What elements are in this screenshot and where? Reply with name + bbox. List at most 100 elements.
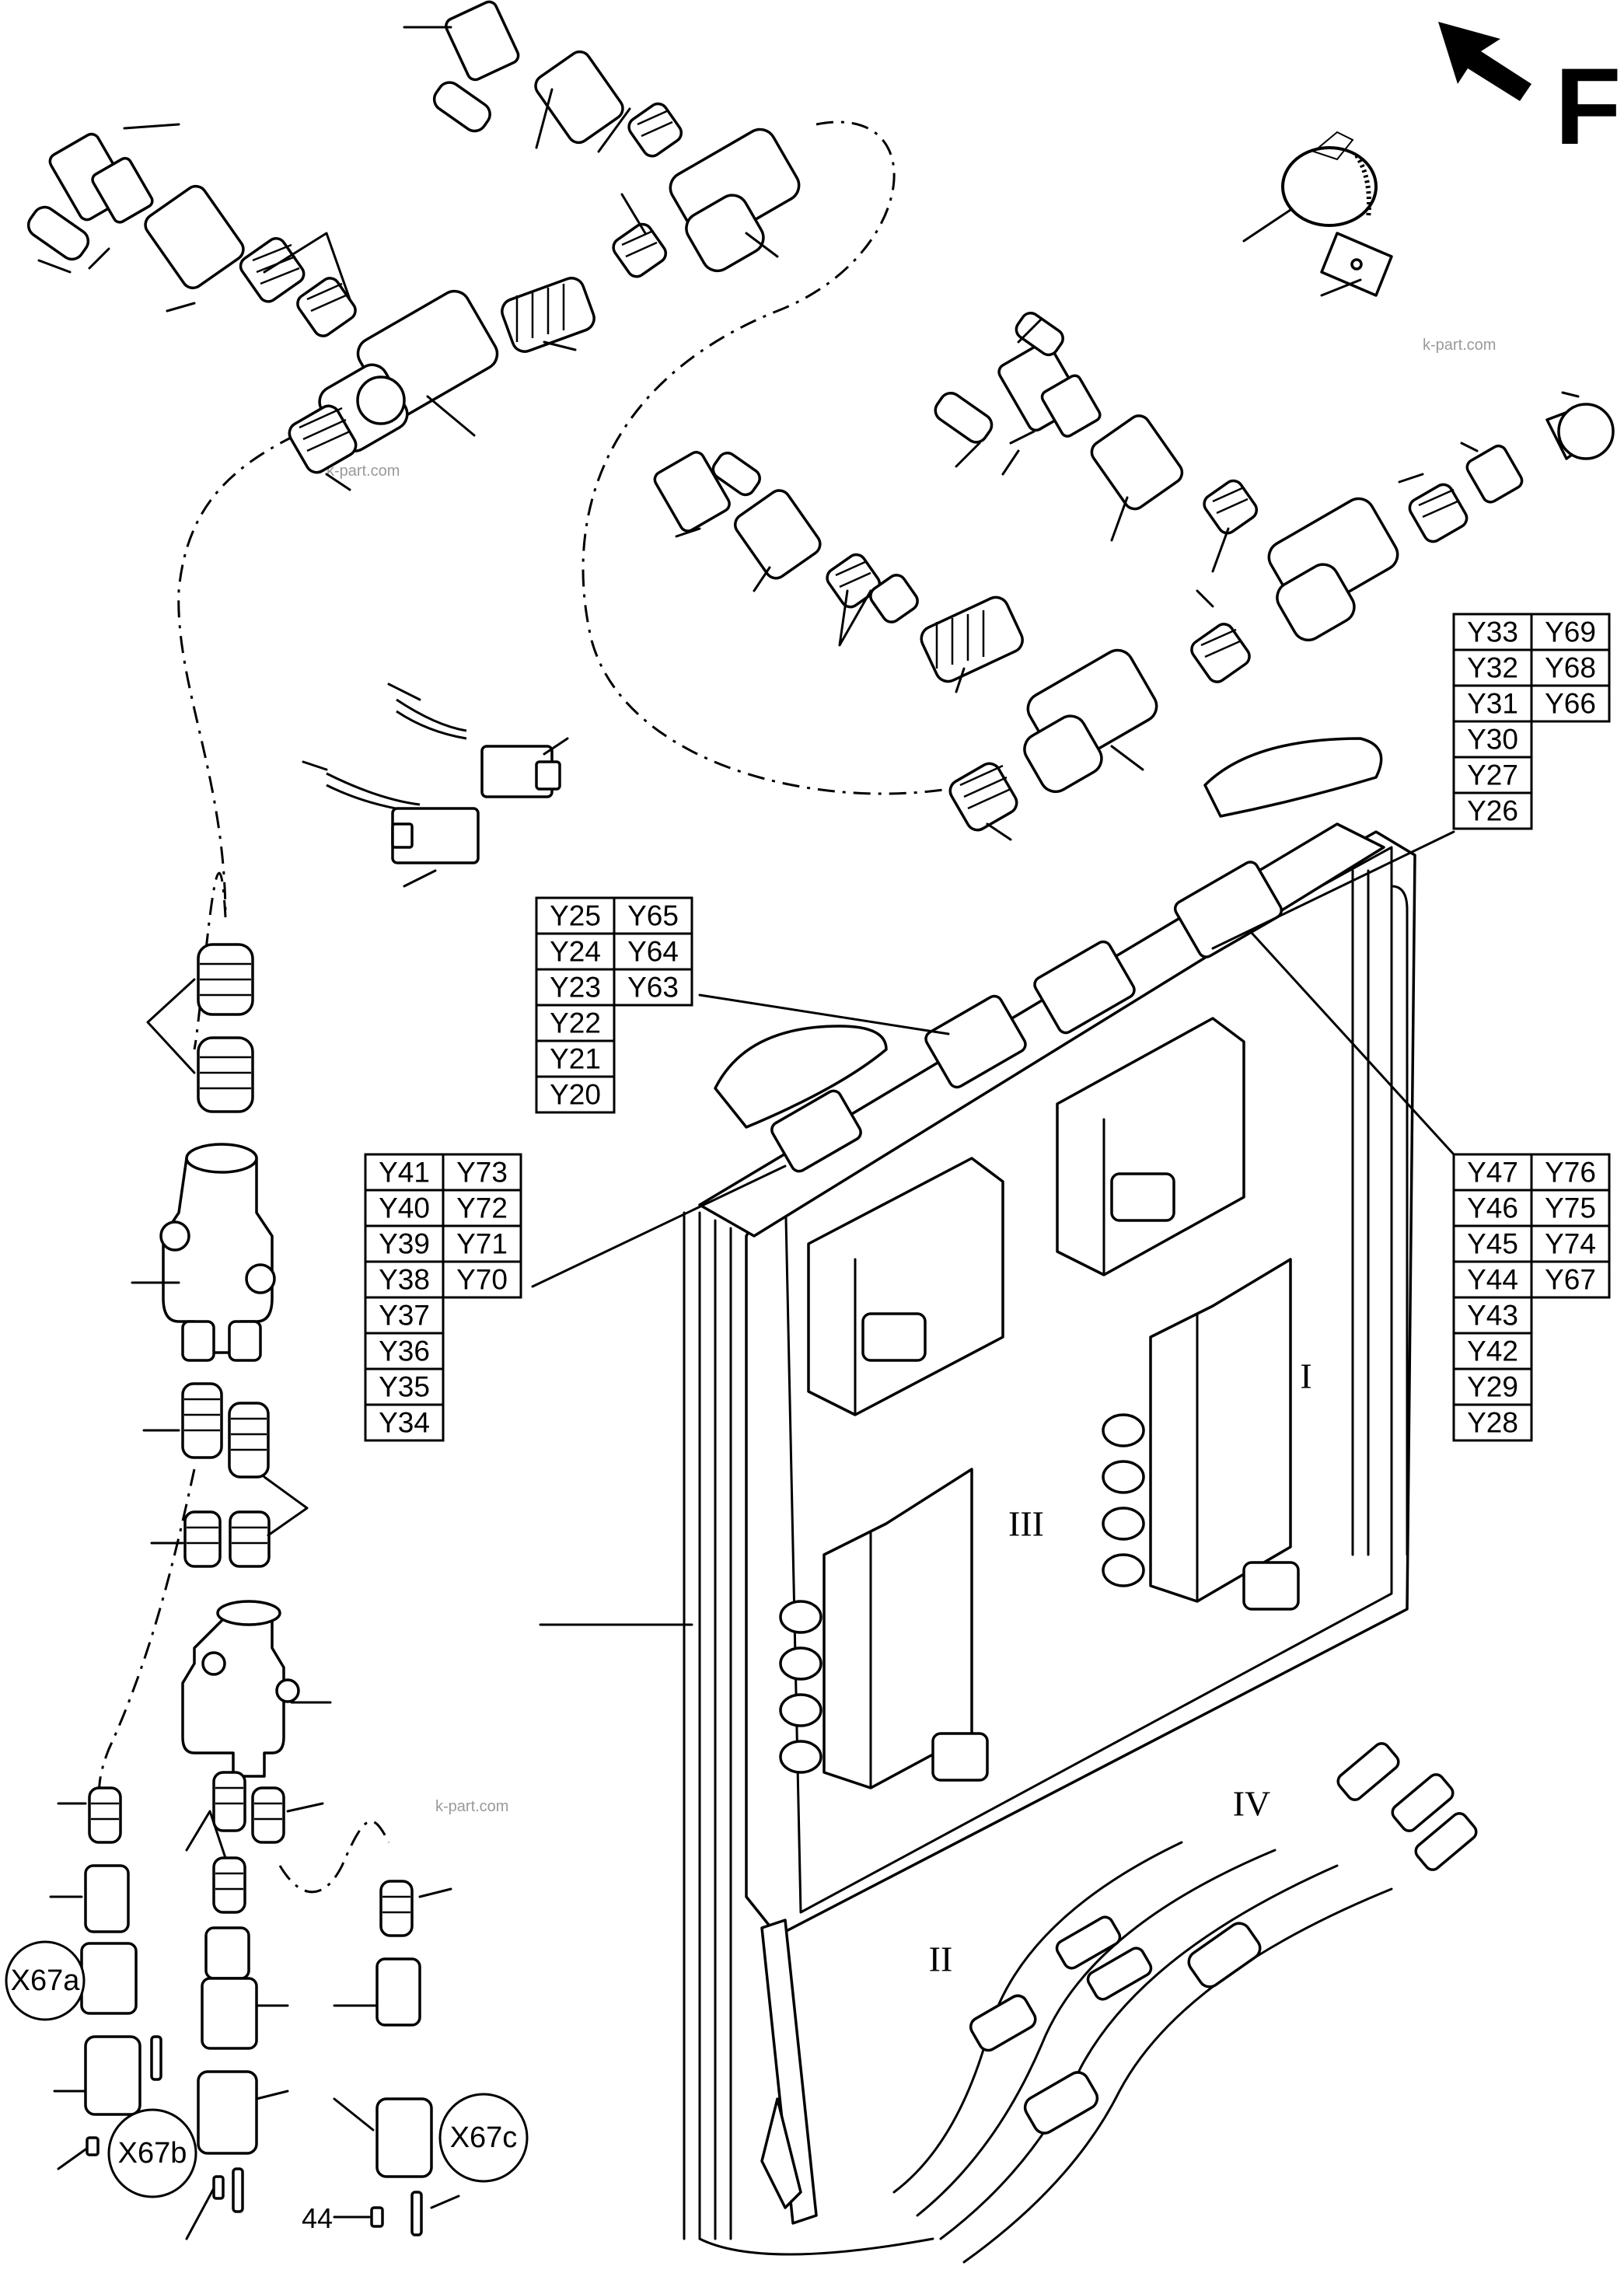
table-cell-label: Y25 [550, 900, 601, 932]
table-cell: Y21 [535, 1039, 616, 1078]
table-cell-label: Y72 [456, 1192, 508, 1224]
table-cell: Y23 [535, 968, 616, 1007]
watermark: k-part.com [1423, 337, 1496, 354]
table-cell: Y47 [1452, 1153, 1533, 1192]
table-cell: Y24 [535, 932, 616, 971]
svg-text:X67c: X67c [450, 2121, 518, 2154]
routing-dash-lines [98, 120, 973, 1894]
upper-right-hose-fitting-assembly [653, 312, 1615, 841]
table-cell: Y38 [364, 1260, 445, 1299]
table-cell-label: Y39 [379, 1228, 430, 1260]
valve-label-iii: III [1008, 1504, 1044, 1544]
table-cell: Y27 [1452, 756, 1533, 794]
table-cell-label: Y27 [1467, 759, 1518, 791]
table-cell: Y43 [1452, 1296, 1533, 1335]
table-cell: Y64 [613, 932, 693, 971]
table-cell: Y66 [1530, 684, 1611, 723]
table-cell-label: Y63 [627, 972, 679, 1004]
table-cell-label: Y24 [550, 936, 601, 968]
callout-x67a: X67a [5, 1940, 86, 2021]
table-cell: Y70 [442, 1260, 522, 1299]
table-cell-label: Y45 [1467, 1228, 1518, 1260]
table-cell: Y73 [442, 1153, 522, 1192]
table-cell: Y31 [1452, 684, 1533, 723]
table-cell-label: Y69 [1545, 616, 1596, 648]
cable-tie-and-tag [1242, 131, 1393, 297]
table-cell-label: Y31 [1467, 688, 1518, 720]
table-cell-label: Y43 [1467, 1300, 1518, 1332]
table-cell-label: Y67 [1545, 1264, 1596, 1296]
table-cell: Y29 [1452, 1367, 1533, 1406]
valve-block-upper-right [1056, 1017, 1245, 1276]
table-cell: Y35 [364, 1367, 445, 1406]
direction-arrow-icon [1438, 22, 1531, 101]
table-cell: Y76 [1530, 1153, 1611, 1192]
table-cell: Y68 [1530, 648, 1611, 687]
table-cell-label: Y20 [550, 1079, 601, 1111]
table-cell: Y45 [1452, 1224, 1533, 1263]
watermark: k-part.com [327, 463, 400, 480]
table-cell: Y46 [1452, 1189, 1533, 1227]
valve-block-i [1102, 1258, 1300, 1611]
table-cell: Y44 [1452, 1260, 1533, 1299]
table-cell-label: Y76 [1545, 1157, 1596, 1189]
table-cell: Y25 [535, 896, 616, 935]
table-cell: Y74 [1530, 1224, 1611, 1263]
table-cell: Y75 [1530, 1189, 1611, 1227]
table-cell: Y69 [1530, 613, 1611, 651]
table-cell-label: Y28 [1467, 1407, 1518, 1439]
table-cell-label: Y38 [379, 1264, 430, 1296]
table-cell-label: Y30 [1467, 724, 1518, 756]
callout-x67c: X67c [438, 2093, 529, 2183]
table-cell: Y20 [535, 1075, 616, 1114]
table-cell-label: Y23 [550, 972, 601, 1004]
left-vertical-fitting-stack: 44 [49, 943, 460, 2240]
table-cell-label: Y40 [379, 1192, 430, 1224]
table-cell-label: Y66 [1545, 688, 1596, 720]
table-cell: Y32 [1452, 648, 1533, 687]
table-cell: Y71 [442, 1224, 522, 1263]
table-cell-label: Y46 [1467, 1192, 1518, 1224]
table-cell: Y34 [364, 1403, 445, 1442]
table-cell-label: Y44 [1467, 1264, 1518, 1296]
svg-text:X67b: X67b [118, 2137, 187, 2170]
table-cell-label: Y32 [1467, 652, 1518, 684]
cable-label-iv: IV [1233, 1784, 1271, 1824]
table-cell-label: Y29 [1467, 1371, 1518, 1403]
table-cell: Y22 [535, 1004, 616, 1042]
valve-block-upper-left [807, 1157, 1004, 1416]
table-cell-label: Y64 [627, 936, 679, 968]
table-cell-label: Y26 [1467, 795, 1518, 827]
table-cell-label: Y70 [456, 1264, 508, 1296]
watermark: k-part.com [435, 1798, 508, 1815]
table-cell: Y41 [364, 1153, 445, 1192]
table-cell-label: Y74 [1545, 1228, 1596, 1260]
direction-indicator: F [1438, 22, 1622, 167]
table-cell-label: Y35 [379, 1371, 430, 1403]
svg-text:X67a: X67a [11, 1964, 81, 1997]
table-cell: Y33 [1452, 613, 1533, 651]
table-cell: Y40 [364, 1189, 445, 1227]
table-cell-label: Y21 [550, 1043, 601, 1075]
table-cell-label: Y36 [379, 1336, 430, 1367]
table-cell-label: Y47 [1467, 1157, 1518, 1189]
table-cell: Y26 [1452, 791, 1533, 830]
table-cell: Y39 [364, 1224, 445, 1263]
cable-label-ii: II [929, 1940, 953, 1979]
table-cell-label: Y75 [1545, 1192, 1596, 1224]
table-cell-label: Y73 [456, 1157, 508, 1189]
table-cell: Y37 [364, 1296, 445, 1335]
table-cell-label: Y41 [379, 1157, 430, 1189]
upper-left-hose-fitting-assembly [26, 0, 801, 491]
table-cell: Y36 [364, 1332, 445, 1370]
solenoid-row [770, 861, 1283, 1173]
direction-label: F [1555, 45, 1622, 167]
valve-block-iii [779, 1468, 989, 1789]
electrical-connectors [302, 683, 569, 888]
table-cell: Y67 [1530, 1260, 1611, 1299]
table-cell-label: Y65 [627, 900, 679, 932]
